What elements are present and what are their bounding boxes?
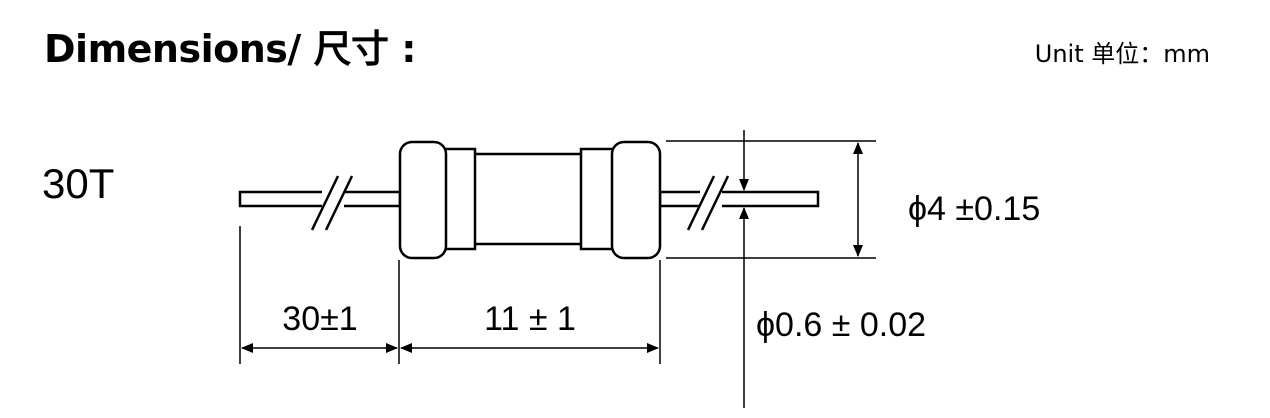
page-title: Dimensions/ 尺寸 : <box>44 27 416 71</box>
right-end-cap <box>610 140 662 260</box>
body-length-label: 11 ± 1 <box>484 300 576 338</box>
unit-label: Unit 单位：mm <box>1034 40 1210 68</box>
left-end-cap <box>398 140 448 260</box>
left-band <box>443 147 477 251</box>
body-diameter-label: ϕ4 ±0.15 <box>908 190 1040 228</box>
right-band <box>579 147 615 251</box>
right-lead <box>658 190 820 208</box>
model-label: 30T <box>42 160 115 207</box>
left-break-mark <box>310 175 354 231</box>
left-lead <box>238 190 402 208</box>
lead-length-label: 30±1 <box>282 300 357 338</box>
right-break-mark <box>686 175 730 231</box>
resistor-body <box>472 152 584 246</box>
lead-diameter-label: ϕ0.6 ± 0.02 <box>756 306 926 344</box>
